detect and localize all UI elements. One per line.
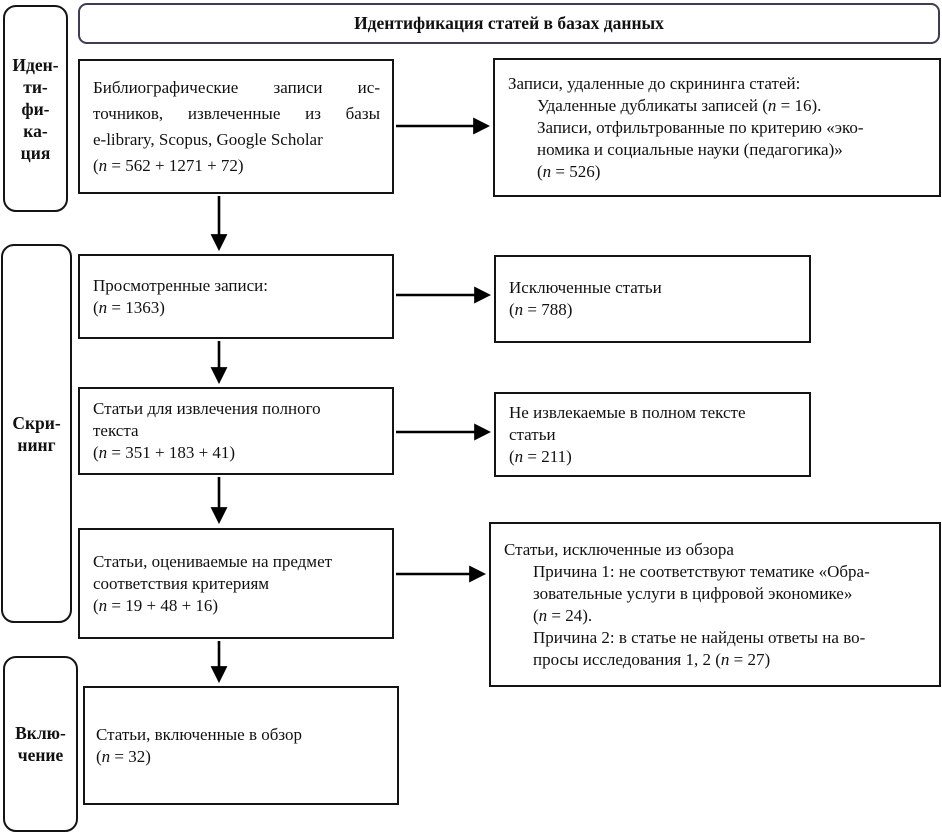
text-line: Иден- — [12, 54, 59, 75]
text-line: (n = 211) — [509, 446, 572, 466]
text-line: (n = 788) — [509, 300, 573, 319]
flow-box-excluded-from-review: Статьи, исключенные из обзора Причина 1:… — [489, 522, 941, 687]
flow-box-records-screened: Просмотренные записи:(n = 1363) — [78, 254, 394, 339]
text-line: текста — [93, 421, 139, 440]
text-line: Причина 1: не соответствуют тематике «Об… — [533, 561, 870, 581]
text-line: Просмотренные записи: — [93, 275, 268, 295]
flow-box-sources: Библиографические записи ис-точников, из… — [78, 59, 394, 194]
text-line: Причина 2: в статье не найдены ответы на… — [533, 627, 866, 647]
title-text: Идентификация статей в базах данных — [354, 13, 664, 33]
text-line: Статьи, включенные в обзор — [96, 724, 303, 744]
text-line: Статьи, оцениваемые на предмет — [93, 551, 333, 571]
text-line: ти- — [23, 76, 48, 97]
text-line: зовательные услуги в цифровой экономике» — [533, 583, 853, 603]
text-line: (n = 32) — [96, 746, 151, 766]
text-line: Исключенные статьи — [509, 278, 662, 297]
flow-box-articles-excluded: Исключенные статьи (n = 788) — [494, 255, 811, 343]
text-line: Записи, отфильтрованные по критерию «эко… — [537, 117, 864, 137]
text-line: ка- — [23, 120, 48, 141]
text-line: ция — [20, 142, 51, 163]
text-line: Вклю- — [15, 723, 66, 743]
text-line: чение — [17, 745, 64, 765]
box-heading: Записи, удаленные до скрининга статей: — [508, 73, 801, 93]
stage-label-inclusion: Вклю-чение — [3, 656, 78, 832]
text-line: e-library, Scopus, Google Scholar — [93, 129, 323, 149]
text-line: просы исследования 1, 2 (n = 27) — [533, 649, 771, 669]
stage-label-identification: Иден-ти-фи-ка-ция — [3, 5, 68, 212]
text-line: статьи — [509, 424, 556, 444]
text-line: фи- — [21, 98, 50, 119]
title-banner: Идентификация статей в базах данных — [78, 3, 940, 44]
text-line: (n = 562 + 1271 + 72) — [93, 155, 244, 175]
text-line: (n = 1363) — [93, 297, 165, 317]
text-line: Не извлекаемые в полном тексте — [509, 402, 746, 422]
text-line: точников, извлеченные из базы — [93, 103, 380, 123]
text-line: Скри- — [12, 412, 61, 433]
text-line: Статьи для извлечения полного — [93, 399, 321, 418]
flow-box-removed-before-screening: Записи, удаленные до скрининга статей: У… — [493, 58, 941, 197]
text-line: (n = 19 + 48 + 16) — [93, 595, 219, 615]
text-line: номика и социальные науки (педагогика)» — [537, 139, 843, 159]
text-line: Удаленные дубликаты записей (n = 16). — [537, 95, 822, 115]
flow-box-fulltext-retrieval: Статьи для извлечения полного текста (n = … — [78, 387, 394, 475]
box-heading: Статьи, исключенные из обзора — [504, 539, 734, 559]
flow-box-included-in-review: Статьи, включенные в обзор(n = 32) — [83, 686, 399, 805]
box-indented-lines: Удаленные дубликаты записей (n = 16).Зап… — [537, 95, 927, 183]
text-line: (n = 526) — [537, 161, 601, 181]
box-indented-lines: Причина 1: не соответствуют тематике «Об… — [533, 561, 927, 671]
stage-label-screening: Скри-нинг — [1, 244, 72, 623]
text-line: (n = 351 + 183 + 41) — [93, 443, 236, 462]
text-line: нинг — [17, 434, 56, 455]
text-line: (n = 24). — [533, 605, 593, 625]
text-line: Библиографические записи ис- — [93, 77, 380, 97]
text-line: соответствия критериям — [93, 573, 270, 593]
